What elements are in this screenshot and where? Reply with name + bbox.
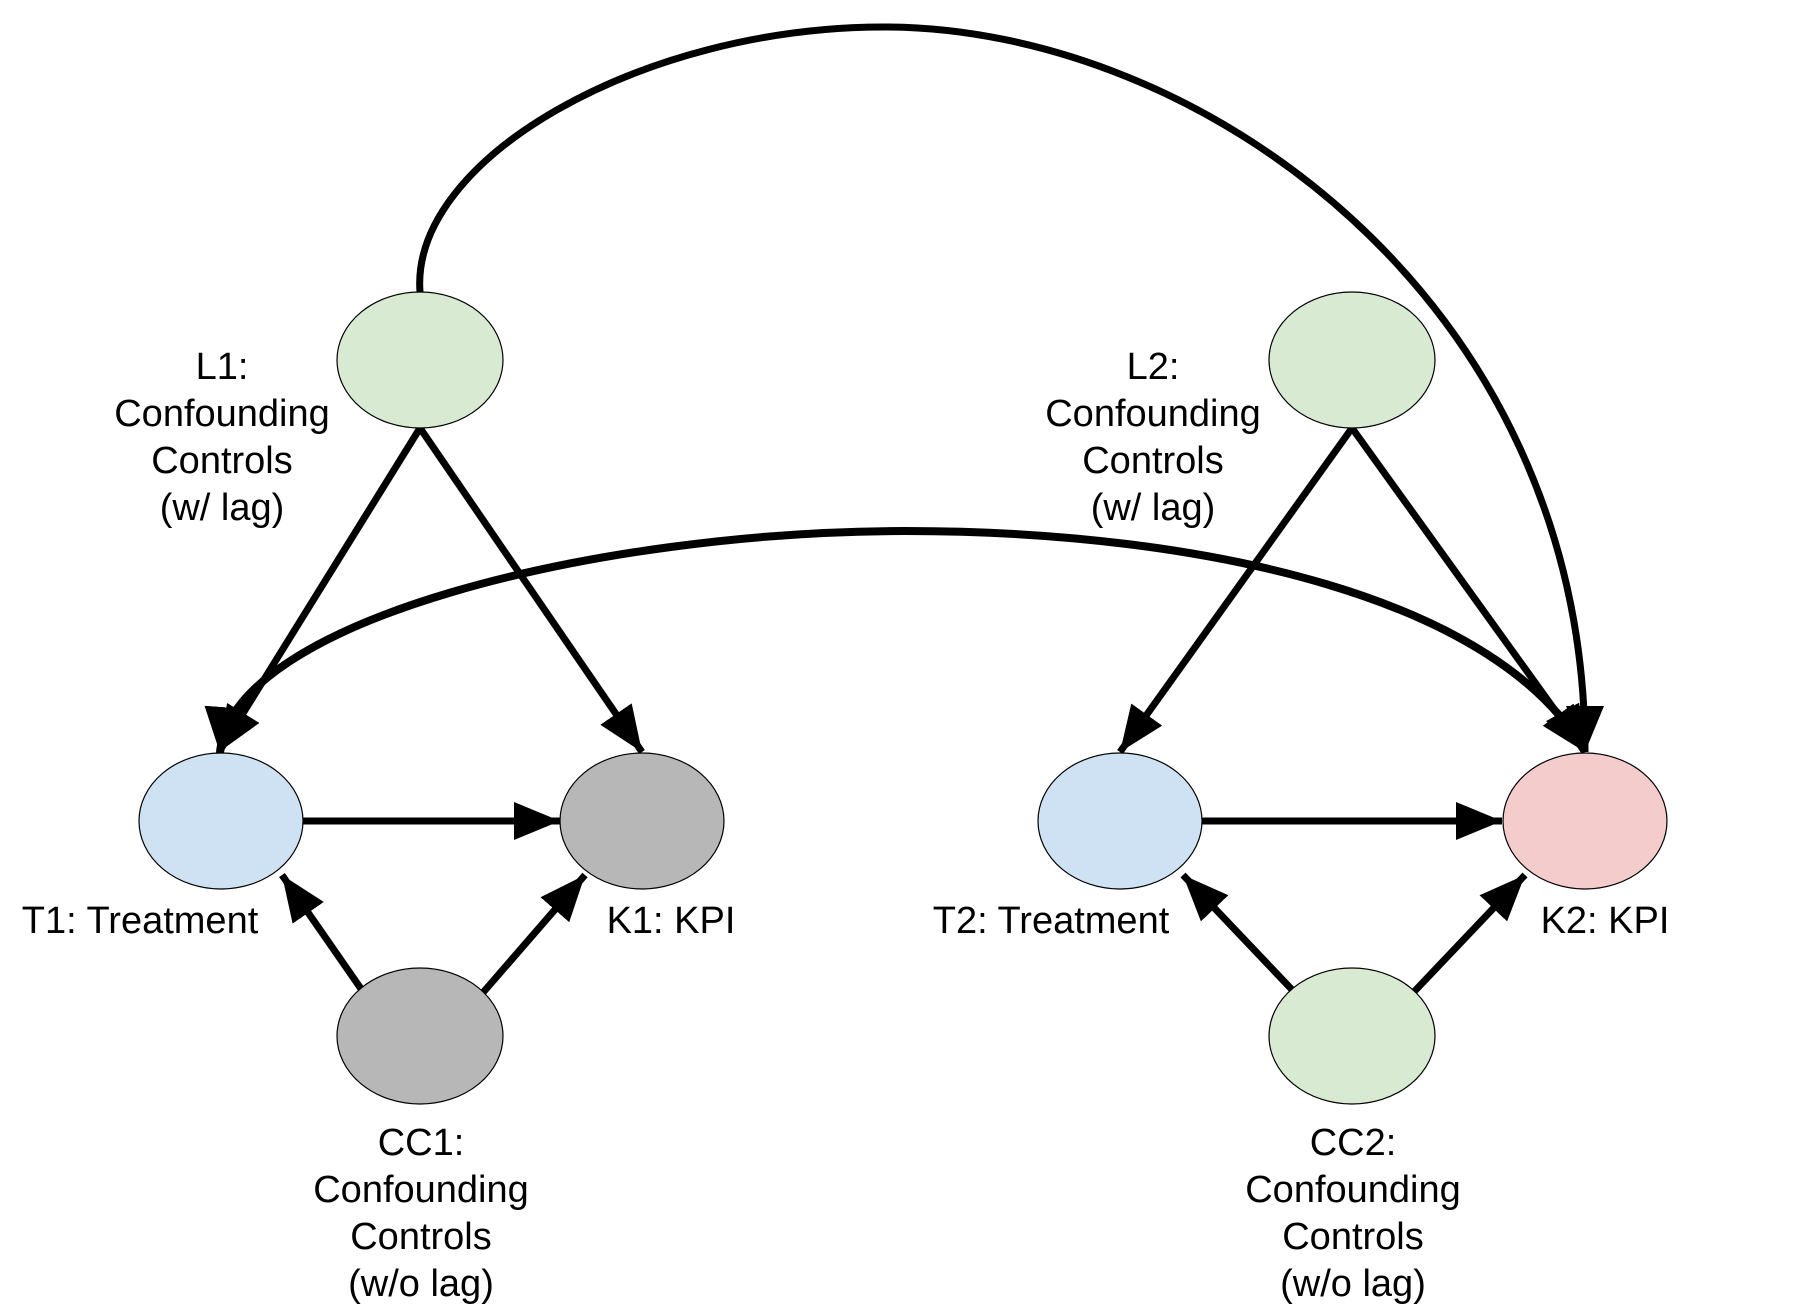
edge-CC1-to-K1 xyxy=(477,872,588,999)
label-CC2-line-1: CC2: xyxy=(1309,1122,1397,1164)
label-L2-line-1: L2: xyxy=(1126,346,1180,388)
label-CC2-line-4: (w/o lag) xyxy=(1280,1263,1426,1305)
label-CC2: CC2: Confounding Controls (w/o lag) xyxy=(1245,1120,1461,1308)
edge-CC2-to-T2 xyxy=(1180,872,1301,999)
node-L2[interactable] xyxy=(1268,291,1436,429)
label-CC1-line-3: Controls xyxy=(350,1216,492,1258)
label-L1-line-1: L1: xyxy=(195,346,249,388)
node-K1[interactable] xyxy=(559,752,725,890)
label-CC2-line-3: Controls xyxy=(1282,1216,1424,1258)
node-CC1[interactable] xyxy=(336,967,504,1105)
label-L2-line-2: Confounding xyxy=(1045,393,1261,435)
label-L1: L1: Confounding Controls (w/ lag) xyxy=(114,344,330,532)
label-T2-line-1: T2: Treatment xyxy=(932,900,1170,942)
edge-L1-to-T1 xyxy=(216,426,423,754)
label-CC2-line-2: Confounding xyxy=(1245,1169,1461,1211)
edge-CC1-to-T1 xyxy=(279,873,369,998)
label-L1-line-4: (w/ lag) xyxy=(159,487,285,529)
edge-L2-to-K2 xyxy=(1349,425,1588,755)
label-K1: K1: KPI xyxy=(607,898,736,945)
node-CC2[interactable] xyxy=(1268,967,1436,1105)
label-K1-line-1: K1: KPI xyxy=(606,900,736,942)
label-L1-line-3: Controls xyxy=(151,440,293,482)
edge-L2-to-T2 xyxy=(1117,425,1355,755)
node-K2[interactable] xyxy=(1502,752,1668,890)
label-L2-line-3: Controls xyxy=(1082,440,1224,482)
label-CC1: CC1: Confounding Controls (w/o lag) xyxy=(313,1120,529,1308)
edge-CC2-to-K2 xyxy=(1407,872,1528,999)
label-CC1-line-1: CC1: xyxy=(377,1122,465,1164)
label-L2-line-4: (w/ lag) xyxy=(1090,487,1216,529)
label-T1-line-1: T1: Treatment xyxy=(21,900,259,942)
edge-L1-to-K2 xyxy=(416,23,1604,753)
edge-L1-to-K1 xyxy=(417,426,645,754)
label-K2: K2: KPI xyxy=(1541,898,1670,945)
label-T2: T2: Treatment xyxy=(933,898,1170,945)
label-L2: L2: Confounding Controls (w/ lag) xyxy=(1045,344,1261,532)
node-T2[interactable] xyxy=(1037,752,1203,890)
node-T1[interactable] xyxy=(138,752,304,890)
edge-T1-K2-bidirectional xyxy=(204,526,1589,754)
label-CC1-line-2: Confounding xyxy=(313,1169,529,1211)
node-L1[interactable] xyxy=(336,291,504,429)
label-L1-line-2: Confounding xyxy=(114,393,330,435)
label-T1: T1: Treatment xyxy=(22,898,259,945)
label-K2-line-1: K2: KPI xyxy=(1540,900,1670,942)
label-CC1-line-4: (w/o lag) xyxy=(348,1263,494,1305)
